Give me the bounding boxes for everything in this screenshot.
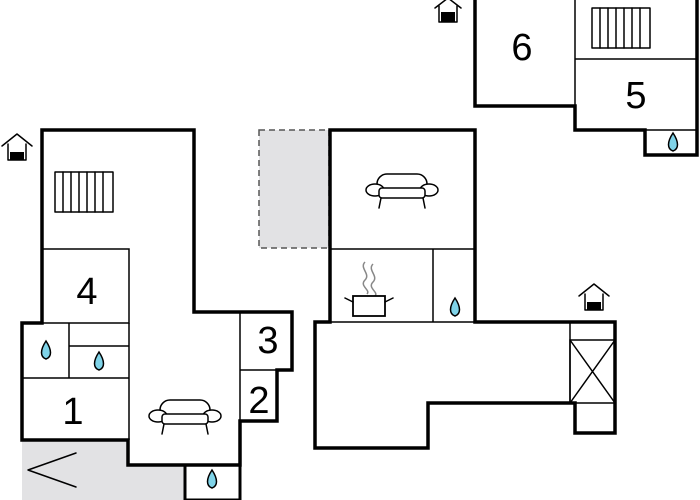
room-number-5: 5: [625, 75, 646, 117]
wall-room3: [239, 312, 277, 465]
room-number-1: 1: [62, 391, 83, 433]
terrace-bottom-left: [22, 440, 128, 500]
terrace-middle: [258, 129, 330, 249]
room-number-6: 6: [511, 27, 532, 69]
bathroom-icon: [449, 296, 461, 317]
radiator-icon: [591, 7, 651, 49]
room-number-3: 3: [257, 320, 278, 362]
top-right-building-outline: [473, 0, 699, 157]
entrance-icon: [434, 0, 462, 23]
terrace-bottom-left-2: [128, 465, 185, 500]
wall-room4: [42, 248, 130, 324]
wall-bath-left: [22, 323, 130, 440]
radiator-icon: [54, 171, 114, 213]
entrance-icon: [578, 283, 610, 311]
stairs-icon: [569, 339, 616, 404]
stairs-box: [569, 339, 616, 404]
kitchen-icon: [344, 261, 394, 317]
entrance-icon: [1, 133, 33, 161]
wall-room5-6: [574, 0, 698, 155]
room-number-4: 4: [76, 271, 97, 313]
wall-kitchen: [330, 248, 571, 403]
bathroom-icon: [667, 131, 679, 152]
bathroom-icon: [93, 350, 105, 371]
terrace-arrow-icon: [27, 452, 77, 488]
room-number-2: 2: [248, 380, 269, 422]
bathroom-icon: [206, 468, 218, 489]
sofa-icon: [365, 173, 439, 209]
sofa-icon: [148, 399, 222, 435]
bathroom-icon: [40, 339, 52, 360]
